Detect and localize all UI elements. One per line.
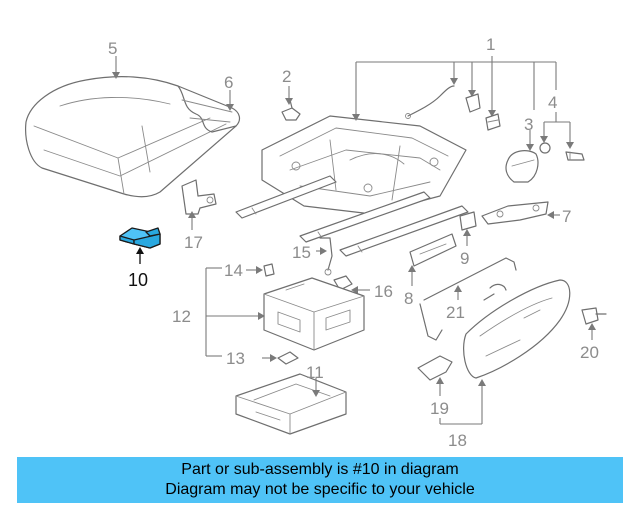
clip-part[interactable] [465,93,481,113]
callout-8: 8 [404,289,413,308]
callout-9: 9 [460,249,469,268]
small-clip-part[interactable] [485,113,501,131]
bracket-part-7[interactable] [481,201,549,225]
bracket-part-17[interactable] [181,179,217,215]
bolt-part-2[interactable] [281,99,301,121]
callout-19: 19 [430,399,449,418]
callout-1: 1 [486,35,495,54]
callout-16: 16 [374,282,393,301]
callout-18: 18 [448,431,467,450]
tray-part-11[interactable] [235,373,347,435]
banner-line-part-number: Part or sub-assembly is #10 in diagram [181,461,459,478]
callout-2: 2 [282,67,291,86]
side-shield-part-18[interactable] [463,279,571,379]
callout-4: 4 [548,93,557,112]
banner-line-disclaimer: Diagram may not be specific to your vehi… [165,481,475,498]
harness-part-15[interactable] [319,237,333,276]
cap-part-9[interactable] [459,211,477,231]
callout-12: 12 [172,307,191,326]
highlighted-pad-part-10[interactable] [119,227,161,249]
callout-7: 7 [562,207,571,226]
seat-frame-part-1[interactable] [235,115,469,257]
trim-part-19[interactable] [417,355,453,381]
callout-17: 17 [184,233,203,252]
callout-20: 20 [580,343,599,362]
trim-clip-part-13[interactable] [277,351,299,365]
callout-14: 14 [224,261,243,280]
callout-10: 10 [128,270,148,290]
callout-15: 15 [292,243,311,262]
cable-part[interactable] [405,85,455,119]
side-panel-part-8[interactable] [409,233,457,267]
knob-part-14[interactable] [263,263,275,277]
seat-cushion-part-5[interactable] [25,76,241,198]
callout-5: 5 [108,39,117,58]
callout-3: 3 [524,115,533,134]
info-banner: Part or sub-assembly is #10 in diagram D… [17,457,623,503]
callout-21: 21 [446,303,465,322]
clip-part-20[interactable] [581,307,607,325]
seat-cushion-cover-part-6[interactable] [177,85,237,133]
fastener-part-4[interactable] [539,142,585,161]
callout-1-leaders [352,56,557,121]
parts-diagram: 5 6 17 10 2 [25,35,607,450]
wire-frame-part-21[interactable] [419,257,517,341]
switch-assembly-part-12[interactable] [263,277,365,351]
callout-13: 13 [226,349,245,368]
cover-part-3[interactable] [505,150,539,183]
callout-6: 6 [224,73,233,92]
callout-11: 11 [306,363,324,382]
